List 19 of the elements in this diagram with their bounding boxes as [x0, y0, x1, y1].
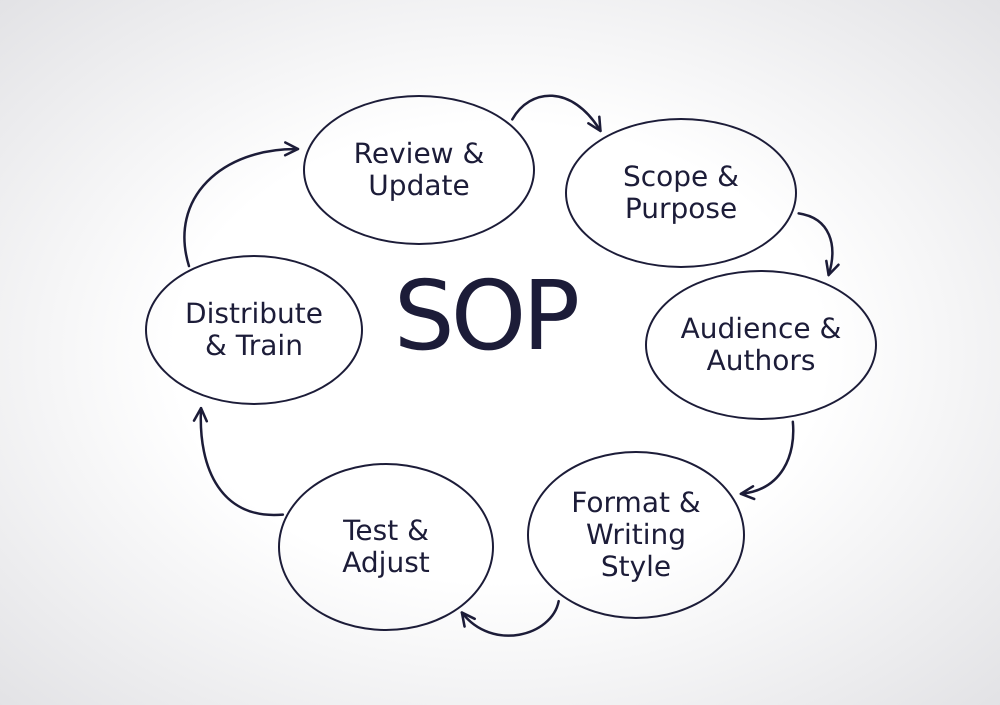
curved-arrow: [740, 420, 794, 500]
step-label: Distribute & Train: [184, 298, 324, 362]
curved-arrow: [511, 94, 602, 132]
step-label: Review & Update: [352, 138, 486, 202]
process-ellipse: [303, 95, 535, 245]
step-label: Test & Adjust: [341, 514, 431, 580]
curved-arrow: [460, 600, 560, 637]
process-ellipse: [145, 255, 363, 405]
curved-arrow: [183, 142, 300, 268]
step-label: Audience & Authors: [680, 312, 842, 378]
curved-arrow: [797, 212, 840, 276]
step-label: Format & Writing Style: [570, 486, 702, 584]
process-ellipse: [278, 463, 494, 631]
process-ellipse: [645, 270, 877, 420]
process-ellipse: [565, 118, 797, 268]
curved-arrow: [193, 406, 284, 516]
process-ellipse: [527, 451, 745, 619]
step-label: Scope & Purpose: [622, 160, 740, 226]
diagram-title: SOP: [392, 268, 578, 364]
